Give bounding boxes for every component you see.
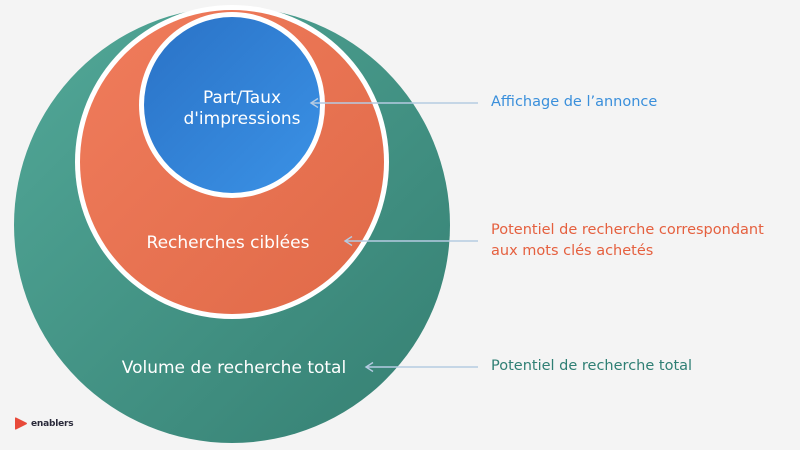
- annotation-ad-display: Affichage de l’annonce: [491, 92, 657, 113]
- arrow-total: [364, 361, 478, 373]
- outer-circle-label: Volume de recherche total: [122, 358, 346, 378]
- annotation-total-potential-text: Potentiel de recherche total: [491, 358, 693, 374]
- play-icon: [15, 417, 27, 430]
- annotation-ad-display-text: Affichage de l’annonce: [491, 94, 658, 110]
- middle-circle-label: Recherches ciblées: [147, 233, 310, 253]
- arrow-impressions: [309, 97, 478, 109]
- logo-text: enablers: [31, 418, 74, 429]
- annotation-keyword-potential-line1: Potentiel de recherche correspondant: [491, 222, 764, 238]
- inner-circle-label-line1: Part/Taux: [203, 88, 281, 108]
- annotation-keyword-potential: Potentiel de recherche correspondant aux…: [491, 220, 764, 262]
- inner-circle-label-line2: d'impressions: [183, 109, 300, 129]
- enablers-logo: enablers: [14, 416, 74, 431]
- annotation-total-potential: Potentiel de recherche total: [491, 356, 692, 377]
- arrow-targeted: [343, 235, 478, 247]
- annotation-keyword-potential-line2: aux mots clés achetés: [491, 243, 654, 259]
- inner-circle: [144, 17, 320, 193]
